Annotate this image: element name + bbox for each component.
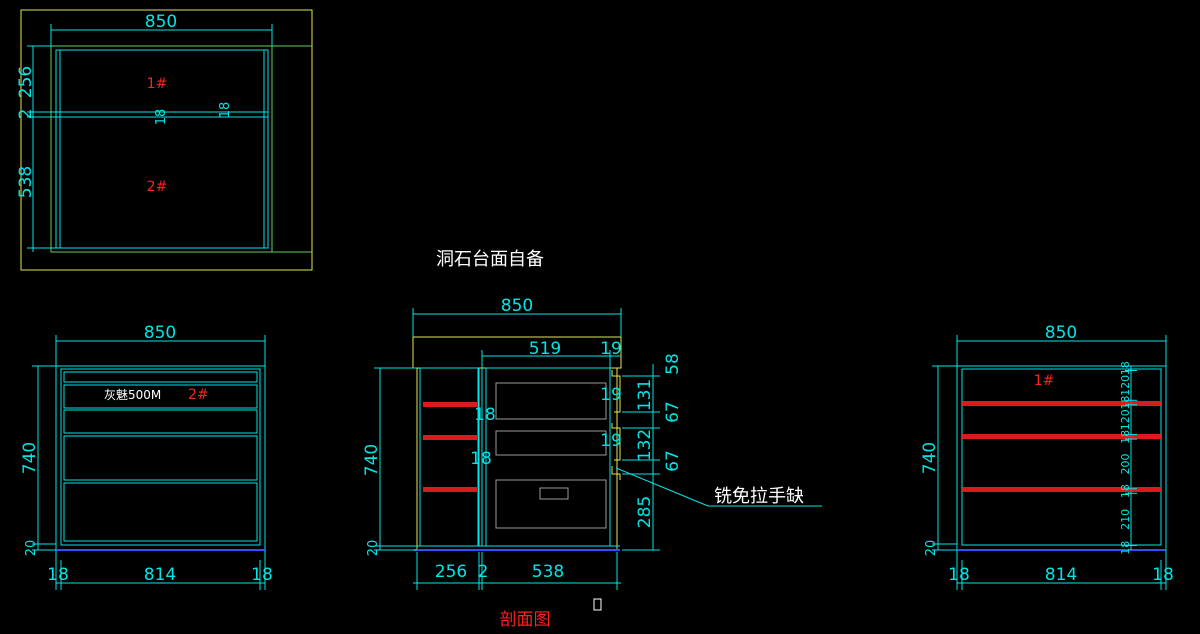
side-view-height-dim: 740 — [920, 442, 940, 474]
front-view-bottom-mid-dim: 814 — [144, 565, 176, 585]
front-view-panel-1 — [63, 371, 258, 383]
section-view-top-note: 洞石台面自备 — [436, 249, 544, 270]
section-view-dim-19-top: 19 — [600, 339, 622, 359]
section-view-callout-label: 铣免拉手缺 — [714, 486, 804, 507]
section-view-right-67a: 67 — [663, 401, 683, 423]
top-view — [20, 9, 313, 271]
section-view-shelf-2 — [423, 435, 477, 440]
front-view-base-dim: 20 — [24, 540, 39, 557]
section-view-drawer-1 — [495, 382, 607, 420]
side-view-shelf-3 — [962, 487, 1161, 492]
side-view-stack-dim: 18 — [1119, 396, 1132, 410]
side-view-shelves — [962, 401, 1161, 492]
side-view-zone-label: 1# — [1034, 373, 1055, 389]
section-view-drawer-3-handle — [539, 487, 569, 500]
section-view-height-dim: 740 — [362, 444, 382, 476]
top-view-outer-boundary — [20, 9, 313, 271]
section-view-handle-groove-2 — [611, 423, 621, 461]
section-view-dim-18-lower: 18 — [470, 449, 492, 469]
side-view-stack-dim: 18 — [1119, 484, 1132, 498]
section-view-width-dim: 850 — [501, 296, 533, 316]
front-view-inner-frame — [60, 368, 261, 546]
side-view-stack-dim: 120 — [1119, 375, 1132, 396]
front-view-bottom-right-dim: 18 — [251, 565, 273, 585]
side-view-stack-dim: 210 — [1119, 509, 1132, 530]
side-view-bottom-mid-dim: 814 — [1045, 565, 1077, 585]
section-view-handle-groove-1 — [611, 370, 621, 413]
section-view-right-58: 58 — [663, 353, 683, 375]
side-view-stack-dim: 18 — [1119, 361, 1132, 375]
section-view-caption: 剖面图 — [500, 610, 551, 630]
section-view-right-compartment — [485, 367, 611, 547]
front-view-width-dim: 850 — [144, 323, 176, 343]
top-view-dim-256: 256 — [16, 66, 36, 98]
section-view-dim-19-mid: 19 — [600, 385, 622, 405]
front-view-panel-4 — [63, 435, 258, 481]
section-view-drawer-2 — [495, 430, 607, 456]
section-view-right-132: 132 — [635, 429, 655, 461]
front-view-bottom-left-dim: 18 — [47, 565, 69, 585]
front-view — [32, 335, 266, 590]
top-view-zone-2-label: 2# — [147, 179, 168, 195]
side-view-stack-dim: 18 — [1119, 430, 1132, 444]
section-view-handle-groove-3 — [611, 466, 621, 480]
section-view-shelf-1 — [423, 402, 477, 407]
side-view-stack-dim: 200 — [1119, 454, 1132, 475]
side-view-stack-dim: 18 — [1119, 541, 1132, 555]
section-view-shelves — [423, 402, 477, 492]
top-view-width-dim: 850 — [145, 12, 177, 32]
side-view-stack-dim: 120 — [1119, 409, 1132, 430]
side-view-bottom-right-dim: 18 — [1152, 565, 1174, 585]
section-view-inner-519-dim: 519 — [529, 339, 561, 359]
side-view — [932, 335, 1167, 590]
section-view — [374, 308, 822, 590]
side-view-width-dim: 850 — [1045, 323, 1077, 343]
section-view-drawer-3 — [495, 479, 607, 529]
section-view-right-67b: 67 — [663, 450, 683, 472]
front-view-panel-2 — [63, 384, 258, 409]
front-view-panel-3 — [63, 409, 258, 434]
side-view-shelf-2 — [962, 434, 1161, 439]
section-view-right-285: 285 — [635, 496, 655, 528]
side-view-base-dim: 20 — [924, 540, 939, 557]
top-view-cabinet-body — [55, 49, 269, 249]
top-view-dim-18a: 18 — [154, 109, 169, 126]
section-view-dim-18-upper: 18 — [474, 405, 496, 425]
section-view-shelf-3 — [423, 487, 477, 492]
front-view-material-label: 灰魅500M — [104, 387, 161, 402]
section-view-right-131: 131 — [635, 379, 655, 411]
section-view-countertop — [412, 336, 622, 369]
top-view-dim-2: 2 — [16, 109, 36, 120]
top-view-countertop-outline — [50, 45, 273, 253]
section-view-base-dim: 20 — [366, 540, 381, 557]
side-view-shelf-1 — [962, 401, 1161, 406]
top-view-dim-18b: 18 — [218, 102, 233, 119]
front-view-zone-label: 2# — [188, 387, 209, 403]
top-view-dim-538: 538 — [16, 166, 36, 198]
side-view-bottom-left-dim: 18 — [948, 565, 970, 585]
section-view-callout-leader — [615, 467, 709, 507]
section-view-dim-19-low: 19 — [600, 431, 622, 451]
cursor-glyph-icon — [593, 598, 602, 611]
section-view-bottom-2: 2 — [478, 562, 489, 582]
section-view-bottom-256: 256 — [435, 562, 467, 582]
top-view-zone-1-label: 1# — [147, 76, 168, 92]
side-view-cabinet-outline — [956, 365, 1167, 551]
front-view-panel-5 — [63, 482, 258, 542]
side-view-inner-frame — [961, 368, 1162, 546]
section-view-bottom-538: 538 — [532, 562, 564, 582]
front-view-height-dim: 740 — [20, 442, 40, 474]
